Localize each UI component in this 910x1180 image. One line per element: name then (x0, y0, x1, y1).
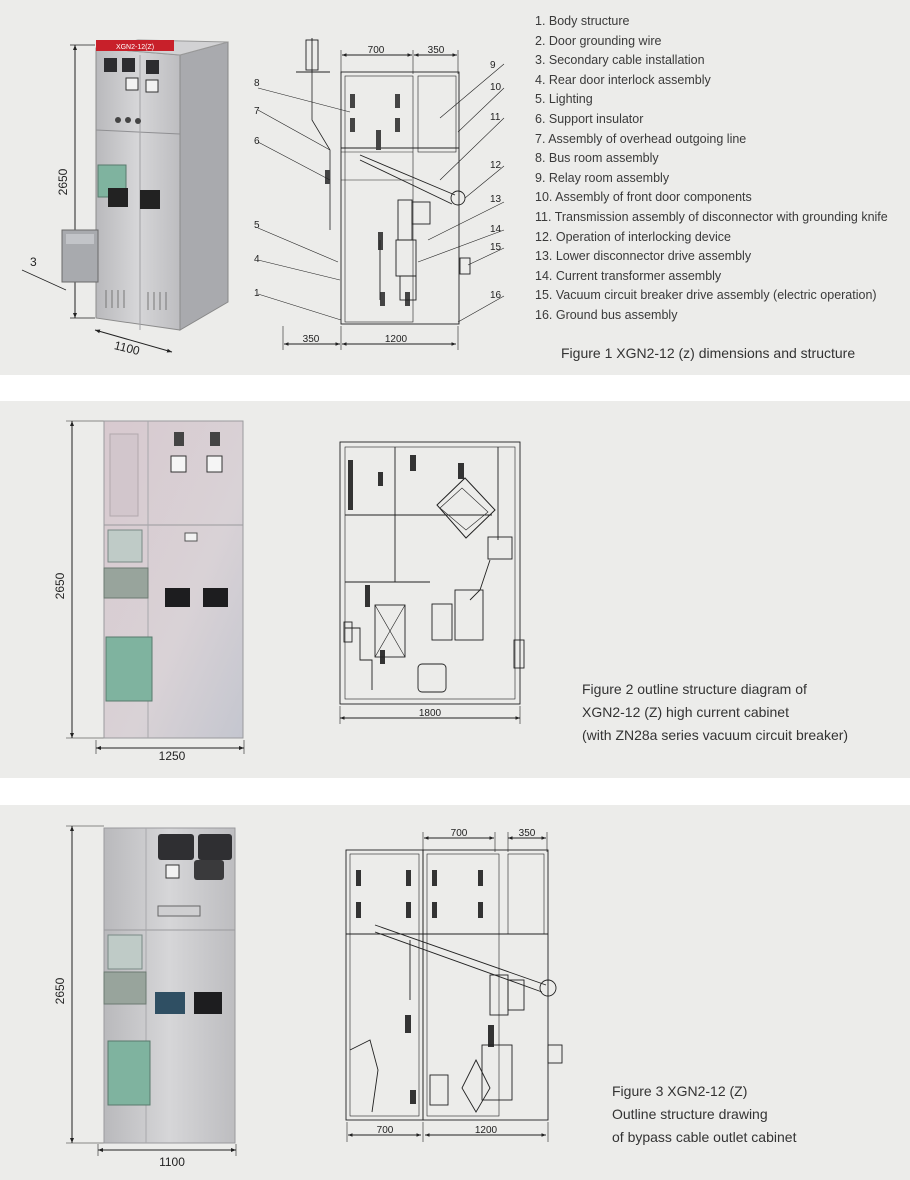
legend-item: 5. Lighting (535, 92, 593, 107)
fig1-dim-bottom-left: 350 (303, 334, 320, 345)
legend-item: 2. Door grounding wire (535, 33, 662, 48)
caption-line: Figure 2 outline structure diagram of (582, 681, 807, 697)
fig1-dim-top-left: 700 (368, 45, 385, 56)
callout-4: 4 (254, 254, 260, 265)
legend-item: 4. Rear door interlock assembly (535, 72, 711, 87)
fig1-dim-bottom-right: 1200 (385, 334, 408, 345)
legend-item: 12. Operation of interlocking device (535, 229, 731, 244)
callout-10: 10 (490, 82, 502, 93)
callout-5: 5 (254, 220, 260, 231)
figure2-structure-drawing (339, 441, 525, 724)
fig2-drawing-width: 1800 (419, 708, 442, 719)
fig2-photo-width: 1250 (159, 749, 186, 763)
caption-line: Figure 3 XGN2-12 (Z) (612, 1083, 748, 1099)
legend-item: 1. Body structure (535, 14, 630, 28)
legend-item: 7. Assembly of overhead outgoing line (535, 131, 747, 146)
legend-item: 9. Relay room assembly (535, 170, 670, 185)
fig1-callouts-left: 8 7 6 5 4 1 (254, 78, 260, 299)
figure2-caption: Figure 2 outline structure diagram of XG… (582, 678, 848, 747)
callout-7: 7 (254, 106, 260, 117)
fig3-photo-width: 1100 (159, 1155, 185, 1169)
callout-1: 1 (254, 288, 260, 299)
caption-line: (with ZN28a series vacuum circuit breake… (582, 727, 849, 743)
callout-15: 15 (490, 242, 502, 253)
caption-line: XGN2-12 (Z) high current cabinet (582, 704, 789, 720)
legend-item: 8. Bus room assembly (535, 151, 659, 166)
fig1-photo-height: 2650 (56, 168, 70, 195)
fig3-dim-bottom-left: 700 (377, 1125, 394, 1136)
brand-badge-text: XGN2-12(Z) (116, 44, 154, 51)
fig3-photo-height: 2650 (53, 977, 67, 1004)
callout-13: 13 (490, 194, 502, 205)
fig1-callout-3: 3 (30, 255, 37, 269)
legend-item: 15. Vacuum circuit breaker drive assembl… (535, 288, 877, 303)
brand-badge (96, 40, 174, 51)
fig1-callouts-right: 9 10 11 12 13 14 15 16 (490, 60, 502, 301)
callout-16: 16 (490, 290, 502, 301)
callout-12: 12 (490, 160, 502, 171)
figure2-cabinet-photo: 2650 1250 (53, 420, 245, 763)
fig3-dim-top-left: 700 (451, 828, 468, 839)
figure3-cabinet-photo: 2650 1100 (53, 825, 237, 1169)
caption-line: Outline structure drawing (612, 1106, 768, 1122)
fig3-dim-top-right: 350 (519, 828, 536, 839)
callout-8: 8 (254, 78, 260, 89)
caption-line: of bypass cable outlet cabinet (612, 1129, 797, 1145)
figure3-structure-drawing (345, 832, 563, 1142)
fig1-dim-top-right: 350 (428, 45, 445, 56)
legend-item: 14. Current transformer assembly (535, 268, 722, 283)
legend-item: 6. Support insulator (535, 111, 644, 126)
figure1-cabinet-photo: 2650 XGN2-12(Z) 3 1100 (21, 39, 229, 358)
legend-item: 11. Transmission assembly of disconnecto… (535, 209, 888, 224)
fig2-photo-height: 2650 (53, 572, 67, 599)
fig1-photo-depth: 1100 (113, 338, 142, 358)
callout-11: 11 (490, 112, 501, 123)
figure1-caption: Figure 1 XGN2-12 (z) dimensions and stru… (561, 342, 855, 365)
callout-6: 6 (254, 136, 260, 147)
figure3-caption: Figure 3 XGN2-12 (Z) Outline structure d… (612, 1080, 796, 1149)
callout-9: 9 (490, 60, 496, 71)
figure1-structure-drawing (257, 38, 505, 350)
legend-item: 3. Secondary cable installation (535, 53, 705, 68)
fig3-dim-bottom-right: 1200 (475, 1125, 498, 1136)
callout-14: 14 (490, 224, 502, 235)
figure1-legend: 1. Body structure 2. Door grounding wire… (535, 12, 888, 326)
legend-item: 10. Assembly of front door components (535, 190, 752, 205)
legend-item: 13. Lower disconnector drive assembly (535, 249, 752, 264)
caption-line: Figure 1 XGN2-12 (z) dimensions and stru… (561, 345, 856, 361)
legend-item: 16. Ground bus assembly (535, 307, 678, 322)
